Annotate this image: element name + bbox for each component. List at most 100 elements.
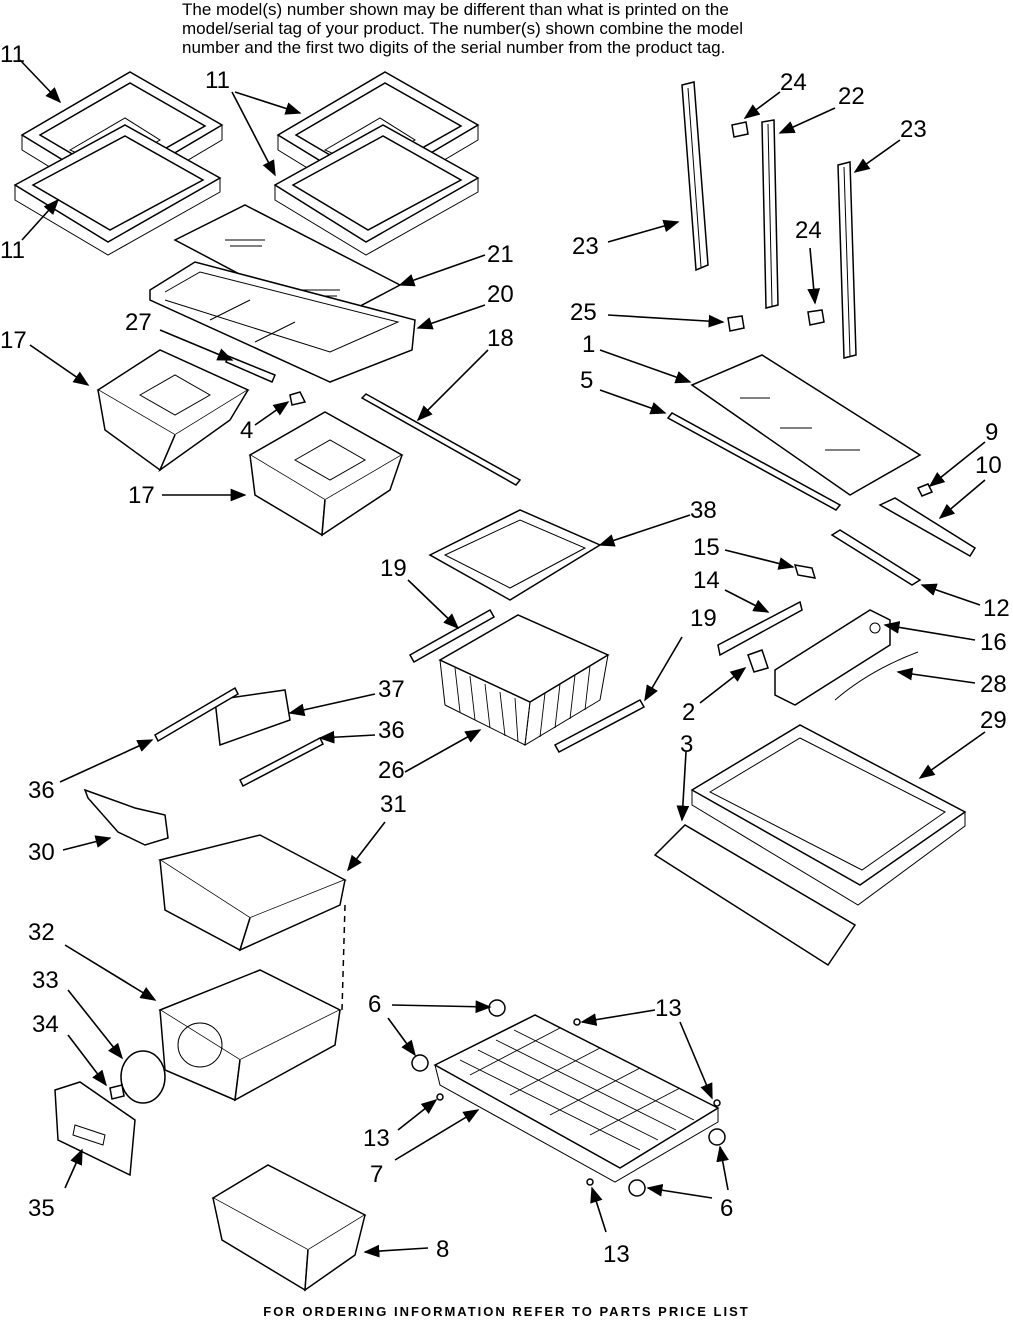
callout-22: 22 xyxy=(838,83,865,110)
callout-9: 9 xyxy=(985,419,998,446)
model-number-notice: The model(s) number shown may be differe… xyxy=(182,0,842,57)
roller-6-c xyxy=(708,1128,726,1146)
callout-14: 14 xyxy=(693,567,720,594)
callout-13: 13 xyxy=(363,1125,390,1152)
callout-38: 38 xyxy=(690,497,717,524)
shelf-frame-11-lower-left xyxy=(13,124,222,256)
crisper-rack-38 xyxy=(428,509,602,601)
callout-15: 15 xyxy=(693,534,720,561)
clip-4 xyxy=(289,391,307,406)
callout-31: 31 xyxy=(380,791,407,818)
screw-13-d xyxy=(586,1178,594,1186)
callout-29: 29 xyxy=(980,707,1007,734)
callout-11: 11 xyxy=(0,41,25,68)
ice-bin-31 xyxy=(158,834,347,952)
callout-27: 27 xyxy=(125,309,152,336)
bracket-9 xyxy=(916,483,934,497)
callout-20: 20 xyxy=(487,281,514,308)
callout-25: 25 xyxy=(570,299,597,326)
callout-13: 13 xyxy=(603,1241,630,1268)
divider-27 xyxy=(225,355,276,383)
trim-5 xyxy=(666,412,842,511)
callout-4: 4 xyxy=(240,417,253,444)
callout-19: 19 xyxy=(380,555,407,582)
screw-15 xyxy=(793,564,817,579)
rod-28 xyxy=(834,651,919,701)
drawer-slide-19-left xyxy=(408,608,496,664)
bracket-10 xyxy=(878,497,977,558)
callout-36: 36 xyxy=(28,777,55,804)
screw-24-lower xyxy=(807,309,825,326)
callout-13: 13 xyxy=(655,995,682,1022)
callout-7: 7 xyxy=(370,1161,383,1188)
gear-plate-33 xyxy=(120,1050,166,1104)
callout-32: 32 xyxy=(28,919,55,946)
cover-panel-35 xyxy=(54,1081,136,1177)
drawer-slide-19-right xyxy=(553,698,646,754)
callout-19: 19 xyxy=(690,605,717,632)
vertical-rail-23-left xyxy=(681,81,709,272)
callout-24: 24 xyxy=(780,69,807,96)
roller-6-d xyxy=(628,1179,646,1197)
crisper-cover-frame-20 xyxy=(149,261,416,383)
callout-8: 8 xyxy=(436,1236,449,1263)
callout-16: 16 xyxy=(980,629,1007,656)
control-housing-16 xyxy=(774,609,891,706)
callout-28: 28 xyxy=(980,671,1007,698)
callout-24: 24 xyxy=(795,217,822,244)
crisper-bin-17-lower xyxy=(248,411,404,537)
callout-26: 26 xyxy=(378,757,405,784)
leader-lines xyxy=(19,59,986,1258)
notice-line-2: model/serial tag of your product. The nu… xyxy=(182,19,743,38)
shelf-frame-11-lower-right xyxy=(273,124,480,256)
rail-12 xyxy=(830,529,922,586)
callout-12: 12 xyxy=(983,595,1010,622)
callout-5: 5 xyxy=(580,367,593,394)
callout-6: 6 xyxy=(368,991,381,1018)
slide-36-left xyxy=(154,686,239,743)
notice-line-1: The model(s) number shown may be differe… xyxy=(182,0,729,19)
callout-17: 17 xyxy=(128,482,155,509)
bin-8 xyxy=(211,1164,367,1292)
callout-34: 34 xyxy=(32,1011,59,1038)
roller-6-b xyxy=(411,1054,429,1072)
ordering-info-footer: FOR ORDERING INFORMATION REFER TO PARTS … xyxy=(263,1304,750,1319)
clip-34 xyxy=(109,1084,125,1100)
callout-18: 18 xyxy=(487,325,514,352)
ice-scoop-30 xyxy=(83,788,169,846)
callout-2: 2 xyxy=(682,699,695,726)
slide-36-right xyxy=(239,736,324,788)
callout-23: 23 xyxy=(900,116,927,143)
roller-6-a xyxy=(488,999,506,1017)
callout-10: 10 xyxy=(975,452,1002,479)
pantry-drawer-29 xyxy=(690,724,967,906)
callout-11: 11 xyxy=(0,237,25,264)
screw-13-b xyxy=(436,1093,444,1101)
callout-33: 33 xyxy=(32,967,59,994)
screw-24-upper xyxy=(731,121,749,138)
slide-14 xyxy=(717,600,803,657)
callout-17: 17 xyxy=(0,327,27,354)
callout-23: 23 xyxy=(572,233,599,260)
callout-30: 30 xyxy=(28,839,55,866)
ice-bin-housing-32 xyxy=(158,969,342,1102)
wire-drawer-7 xyxy=(433,1014,720,1183)
callout-37: 37 xyxy=(378,676,405,703)
vertical-rail-22 xyxy=(761,119,779,309)
screw-25 xyxy=(727,315,745,332)
callout-6: 6 xyxy=(720,1195,733,1222)
callout-36: 36 xyxy=(378,717,405,744)
drawer-front-3 xyxy=(653,824,857,967)
screw-13-c xyxy=(713,1099,721,1107)
clip-2 xyxy=(747,649,769,673)
divider-panel-37 xyxy=(214,689,291,747)
glass-shelf-1 xyxy=(690,354,922,496)
crisper-bin-17-upper xyxy=(96,349,250,473)
callout-1: 1 xyxy=(582,331,595,358)
callout-21: 21 xyxy=(487,241,514,268)
callout-3: 3 xyxy=(680,731,693,758)
callout-11: 11 xyxy=(205,67,230,94)
notice-line-3: number and the first two digits of the s… xyxy=(182,38,726,57)
screw-13-a xyxy=(573,1018,581,1026)
